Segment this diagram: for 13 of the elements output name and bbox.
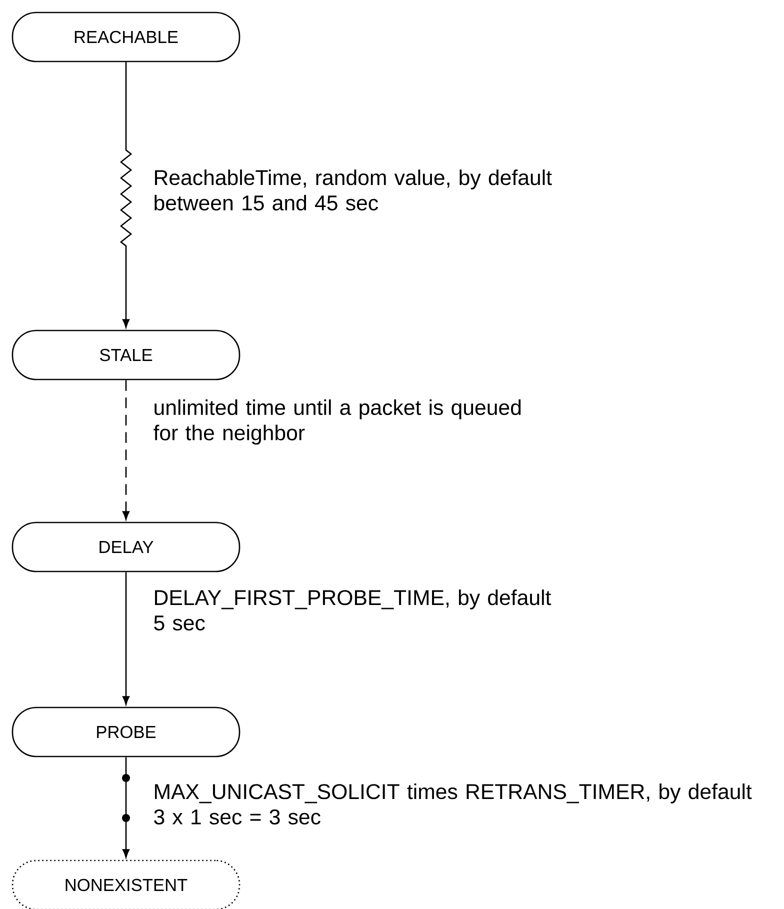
state-box: STALE <box>12 330 240 380</box>
state-box: PROBE <box>12 706 240 758</box>
edge-label: MAX_UNICAST_SOLICIT times RETRANS_TIMER, by default 3 x 1 sec = 3 sec <box>154 784 752 824</box>
arrow <box>120 62 132 328</box>
edge-label: DELAY_FIRST_PROBE_TIME, by default 5 sec <box>154 590 552 630</box>
state-box: REACHABLE <box>12 12 240 62</box>
edge-label: ReachableTime, random value, by default between 15 and 45 sec <box>154 170 552 210</box>
arrow <box>122 380 130 520</box>
arrow <box>122 757 130 858</box>
state-box: DELAY <box>12 522 240 572</box>
arrow <box>122 572 130 705</box>
state-box: NONEXISTENT <box>12 860 240 909</box>
edge-label: unlimited time until a packet is queued for the neighbor <box>154 399 521 445</box>
